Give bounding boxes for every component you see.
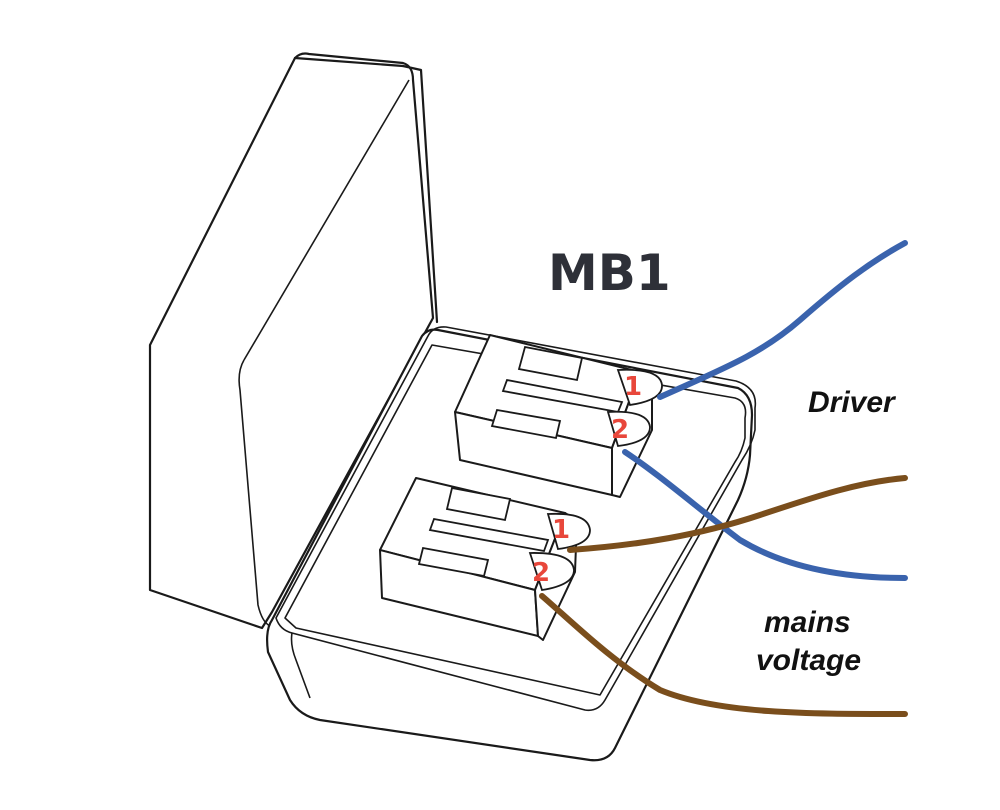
diagram-title: MB1 xyxy=(548,244,671,302)
driver-wire-1 xyxy=(657,240,908,400)
upper-terminal-1: 1 xyxy=(624,372,642,402)
mains-wires xyxy=(539,475,908,718)
upper-terminal-2: 2 xyxy=(611,415,629,445)
lower-terminal-1: 1 xyxy=(552,515,570,545)
driver-label: Driver xyxy=(808,386,897,419)
mains-voltage-label-line2: voltage xyxy=(756,644,861,677)
lower-terminal-2: 2 xyxy=(532,558,550,588)
mains-wire-2 xyxy=(539,593,908,718)
upper-connector: 1 2 xyxy=(454,334,663,498)
driver-wires xyxy=(622,240,908,581)
mains-wire-1 xyxy=(567,475,908,553)
box-lid xyxy=(148,52,439,630)
driver-wire-2 xyxy=(622,449,908,581)
mains-voltage-label-line1: mains xyxy=(764,606,851,639)
lower-connector: 1 2 xyxy=(379,477,591,641)
